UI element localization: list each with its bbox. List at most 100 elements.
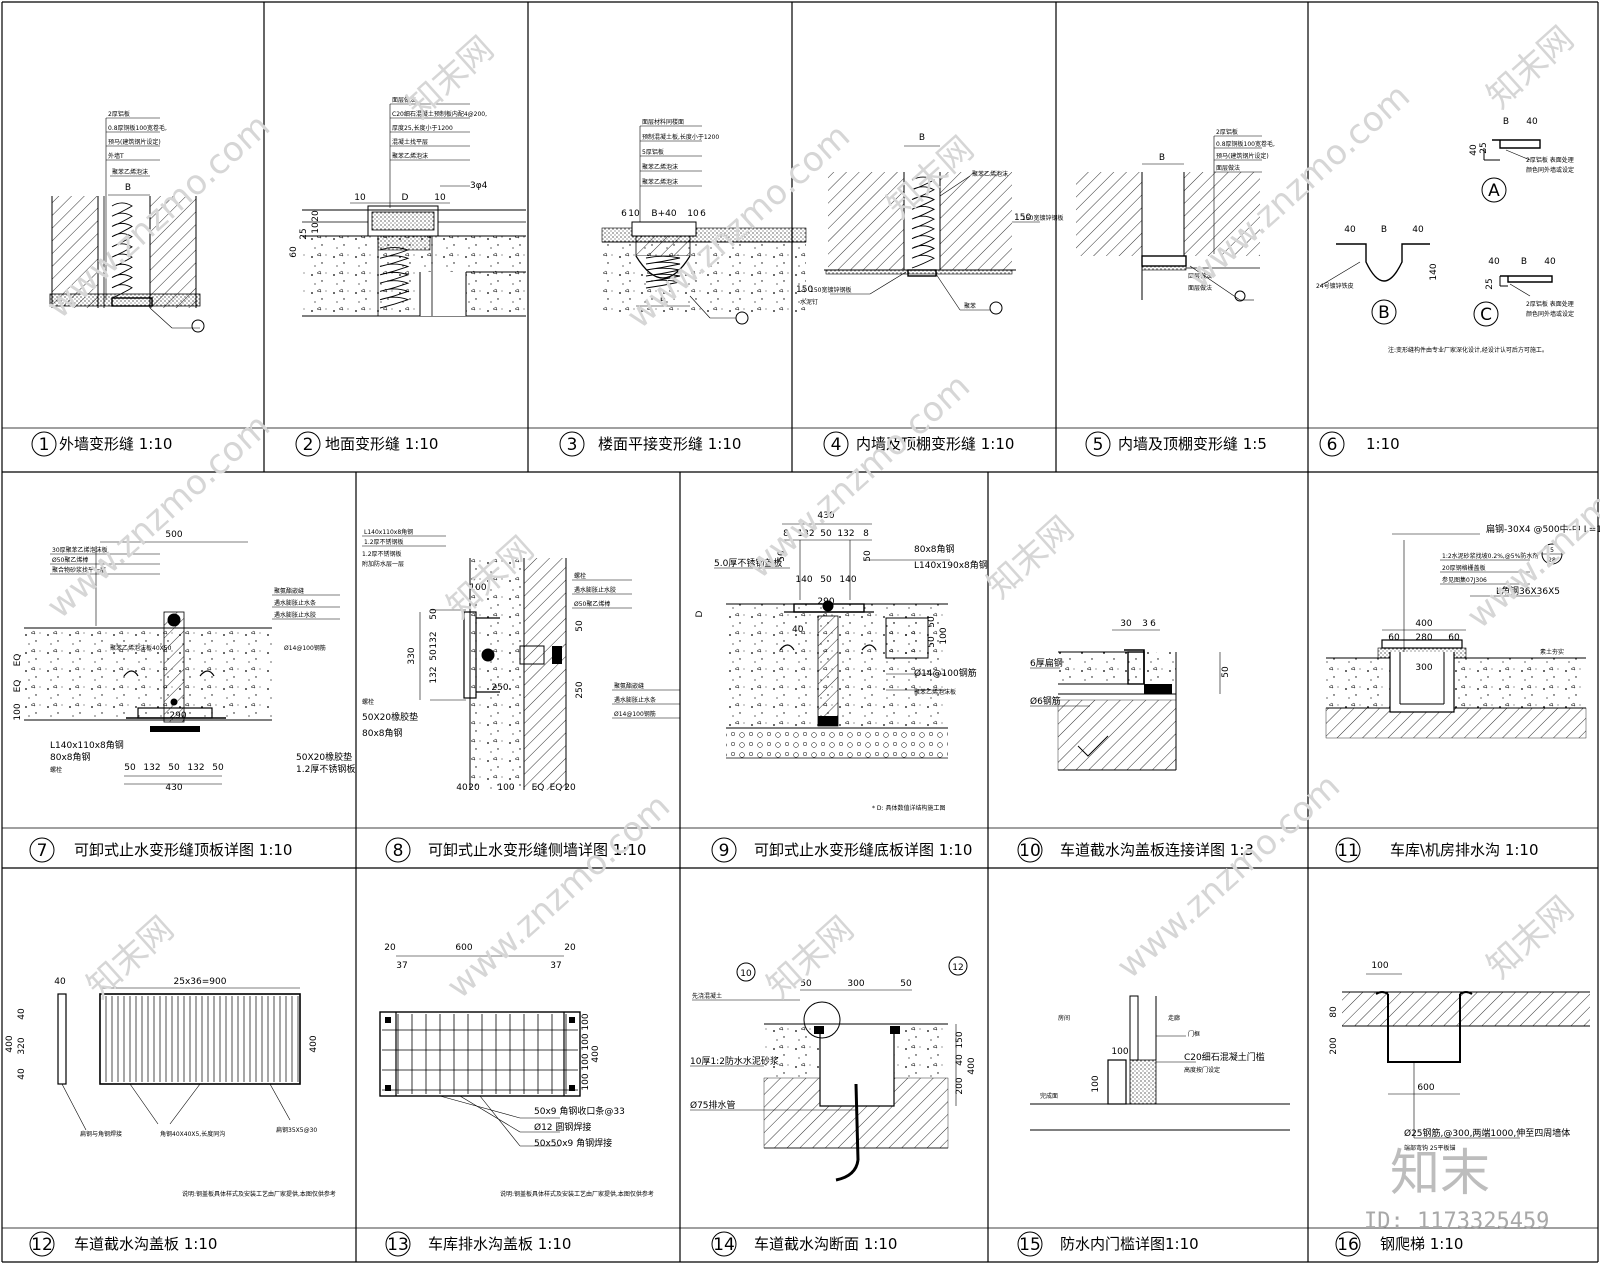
label: EQ: [532, 783, 545, 793]
label: 1.2厚不锈钢板: [296, 763, 355, 775]
label: 400: [309, 1035, 319, 1052]
rect: [163, 611, 185, 723]
label: 20厚钢格栅盖板: [1442, 564, 1486, 572]
label: 430: [817, 511, 834, 521]
line: [459, 1095, 521, 1133]
label: Ø14@100钢筋: [614, 710, 656, 718]
label: 2厚铝板: [1216, 128, 1238, 136]
circle: [295, 431, 321, 457]
rect: [631, 221, 697, 237]
title-number: 5: [1093, 435, 1104, 455]
label: 50: [820, 575, 832, 585]
label: 20: [468, 783, 480, 793]
rect: [150, 726, 200, 732]
label: 50: [800, 979, 812, 989]
profile-b: [1336, 243, 1430, 282]
label: 50X20橡胶垫: [296, 751, 352, 763]
rect: [24, 628, 272, 720]
label: 40: [17, 1068, 27, 1080]
circle: [1234, 290, 1246, 302]
label: EQ: [13, 680, 23, 693]
label: 颜色同外墙或设定: [1526, 166, 1574, 174]
label: B: [1503, 117, 1509, 127]
profile-a: [1492, 139, 1541, 149]
label: 1:2水泥砂浆找坡0.2%,@5%防水剂: [1442, 552, 1538, 560]
title-number: 9: [719, 841, 730, 861]
label: B: [125, 183, 131, 193]
circle: [1371, 299, 1397, 325]
panel-title: 车道截水沟盖板连接详图 1:3: [1060, 841, 1254, 859]
circle: [735, 311, 749, 325]
label: Ø14@100钢筋: [284, 644, 326, 652]
label: 150: [796, 285, 813, 295]
label: 50: [863, 550, 873, 562]
label: 遇水膨胀止水胶: [274, 611, 316, 619]
label: 40: [54, 977, 66, 987]
title-number: 10: [1019, 841, 1041, 861]
circle: [385, 837, 411, 863]
circle: [31, 431, 57, 457]
rect: [57, 993, 67, 1085]
label: 25: [1485, 278, 1495, 289]
label: 600: [1417, 1083, 1434, 1093]
label: 60: [1448, 633, 1460, 643]
line: [61, 1083, 87, 1131]
rect: [1325, 707, 1587, 739]
label: 3: [1142, 619, 1148, 629]
label: 厚度25,长度小于1200: [392, 124, 453, 132]
rect: [463, 611, 477, 699]
label: 5.0厚不锈钢盖板: [714, 557, 782, 569]
label: 25x36=900: [174, 977, 227, 987]
circle: [385, 1231, 411, 1257]
circle: [29, 1231, 55, 1257]
profile-c: [1500, 275, 1553, 283]
label: 430: [165, 783, 182, 793]
title-number: 4: [831, 435, 842, 455]
circle: [823, 431, 849, 457]
label: 600: [455, 943, 472, 953]
label: 角钢40X40X5,长度同沟: [160, 1130, 225, 1138]
label: 面层做法: [1216, 164, 1240, 172]
label: 50: [168, 763, 180, 773]
label: 25: [1479, 142, 1489, 153]
label: 高度按门设定: [1184, 1066, 1220, 1074]
ladder-rung: [1387, 994, 1461, 1063]
line: [169, 1083, 201, 1125]
line: [869, 271, 907, 295]
label: 面层材料同楼面: [642, 118, 684, 126]
rect: [1058, 652, 1176, 684]
label: 3φ4: [470, 181, 488, 191]
watermark-logo: 知末: [1390, 1144, 1490, 1202]
label: 320: [17, 1037, 27, 1054]
label: 100: [1371, 961, 1388, 971]
watermark-text: www.znzmo.com: [439, 786, 678, 1007]
rect: [379, 1011, 581, 1097]
label: 50: [927, 616, 937, 628]
label: 30厚聚苯乙烯泡沫板: [52, 546, 108, 554]
label: 参见图集07J306: [1442, 576, 1487, 584]
circle: [1335, 837, 1361, 863]
label: 150: [955, 1031, 965, 1048]
circle: [1319, 431, 1345, 457]
label: 290: [817, 597, 834, 607]
label: B: [1381, 225, 1387, 235]
label: 端部弯钩 25平板锚: [1404, 1144, 1456, 1152]
label: 5厚铝板: [642, 148, 664, 156]
rect: [385, 1085, 391, 1091]
circle: [167, 613, 181, 627]
label: 走廊: [1168, 1014, 1180, 1022]
label: 附加防水层一层: [362, 560, 404, 568]
line: [269, 1083, 291, 1121]
label: 说明:钢盖板具体样式及安装工艺由厂家提供,本图仅供参考: [500, 1190, 654, 1198]
label: 150宽镀锌钢板: [810, 286, 851, 294]
rect: [814, 1026, 824, 1034]
label: * D: 具体数值详结构施工图: [872, 804, 945, 812]
label: 2厚铝板: [108, 110, 130, 118]
label: L140x190x8角钢: [914, 559, 988, 571]
label: 聚苯乙烯泡沫板: [914, 688, 956, 696]
foam-coil: [911, 176, 935, 269]
line: [149, 307, 173, 329]
title-number: 11: [1337, 841, 1359, 861]
label: C20细石混凝土预制板内配4@200,: [392, 110, 487, 118]
rebar: [779, 644, 795, 651]
